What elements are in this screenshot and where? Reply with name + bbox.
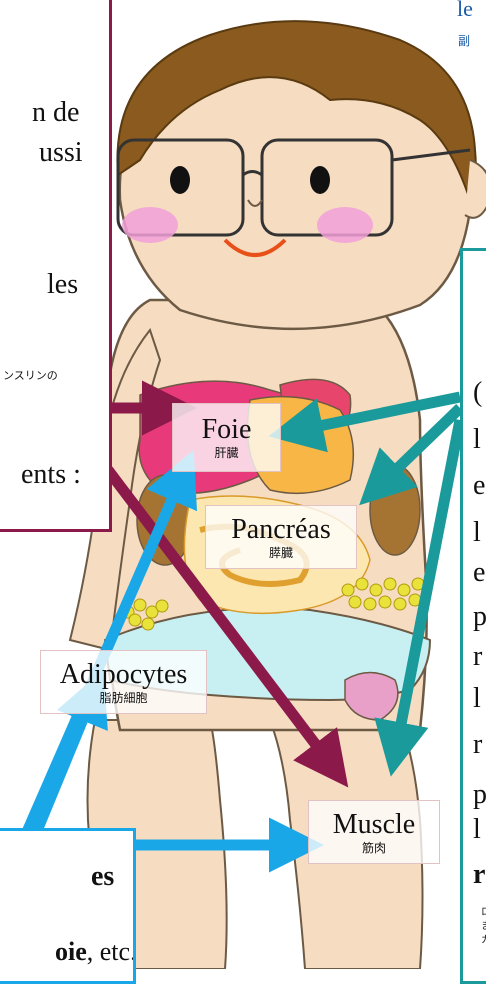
right-letter-5: p	[473, 601, 486, 633]
bottom-text-box: es oie, etc.	[0, 828, 136, 984]
right-jp-0: ロ	[481, 903, 486, 918]
top-right-jp: 副	[458, 32, 470, 49]
right-text-box: ( l e l e p r l r p l r ロ ま カ	[460, 248, 486, 984]
label-pancreas: Pancréas 膵臓	[205, 505, 357, 569]
bottom-text-bold: oie	[55, 937, 87, 966]
left-text-box: n de ussi les ンスリンの ents :	[0, 0, 112, 532]
label-adipocytes-fr: Adipocytes	[41, 659, 206, 691]
right-jp-2: カ	[481, 931, 486, 946]
right-letter-10: l	[473, 814, 481, 846]
right-letter-4: e	[473, 557, 485, 589]
label-foie-fr: Foie	[173, 414, 280, 446]
right-letter-0: (	[473, 377, 482, 409]
right-letter-7: l	[473, 683, 481, 715]
right-letter-1: l	[473, 424, 481, 456]
left-text-line3: les	[47, 269, 78, 301]
head	[117, 21, 486, 329]
label-adipocytes-jp: 脂肪細胞	[41, 691, 206, 705]
left-text-line4: ents :	[21, 459, 81, 491]
top-right-text: le	[457, 0, 473, 22]
label-foie: Foie 肝臓	[172, 403, 281, 472]
right-letter-6: r	[473, 641, 482, 673]
label-pancreas-fr: Pancréas	[206, 514, 356, 546]
label-muscle-fr: Muscle	[309, 809, 439, 841]
right-letter-9: p	[473, 779, 486, 811]
right-letter-11: r	[473, 859, 485, 891]
bottom-text-rest: , etc.	[87, 937, 136, 966]
left-text-line1: n de	[32, 97, 79, 129]
right-letter-2: e	[473, 470, 485, 502]
bottom-text-line2: oie, etc.	[55, 937, 136, 967]
right-jp-1: ま	[481, 917, 486, 932]
right-letter-8: r	[473, 729, 482, 761]
label-pancreas-jp: 膵臓	[206, 546, 356, 560]
right-letter-3: l	[473, 517, 481, 549]
label-adipocytes: Adipocytes 脂肪細胞	[40, 650, 207, 714]
left-text-line2: ussi	[39, 137, 83, 169]
left-text-jp: ンスリンの	[3, 367, 58, 383]
label-foie-jp: 肝臓	[173, 446, 280, 460]
label-muscle-jp: 筋肉	[309, 841, 439, 855]
label-muscle: Muscle 筋肉	[308, 800, 440, 864]
bottom-text-line1: es	[91, 861, 114, 893]
